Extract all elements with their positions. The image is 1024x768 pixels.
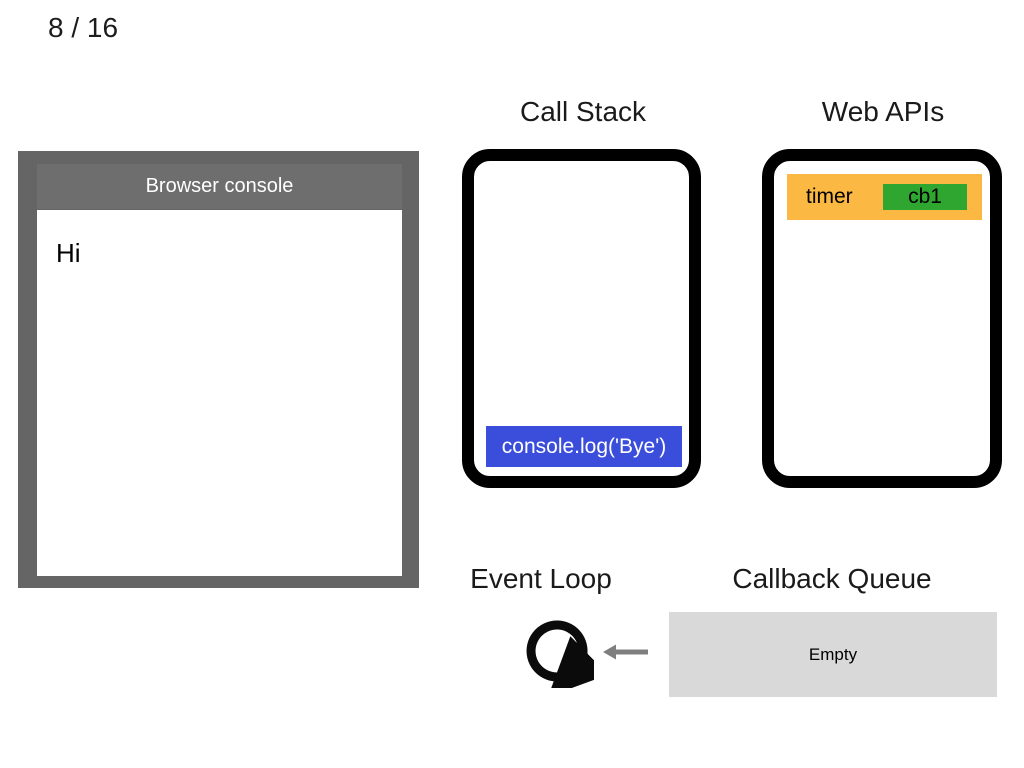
callback-chip: cb1 <box>883 184 967 210</box>
callback-queue-title: Callback Queue <box>732 563 932 594</box>
console-log-line: Hi <box>56 238 81 268</box>
slide-page-counter: 8 / 16 <box>48 12 119 43</box>
browser-console-output: Hi <box>37 210 402 576</box>
web-api-task-label: timer <box>806 185 853 208</box>
clockwise-loop-arrow-icon <box>526 620 594 688</box>
callback-queue-box: Empty <box>669 612 997 697</box>
browser-console-title: Browser console <box>37 164 402 209</box>
web-api-task: timer cb1 <box>787 174 982 220</box>
left-arrow-icon <box>603 644 648 660</box>
browser-console-panel: Browser console Hi <box>18 151 419 588</box>
event-loop-title: Event Loop <box>470 563 612 594</box>
web-apis-title: Web APIs <box>821 96 945 127</box>
call-stack-frame: console.log('Bye') <box>486 426 682 467</box>
call-stack-title: Call Stack <box>519 96 647 127</box>
